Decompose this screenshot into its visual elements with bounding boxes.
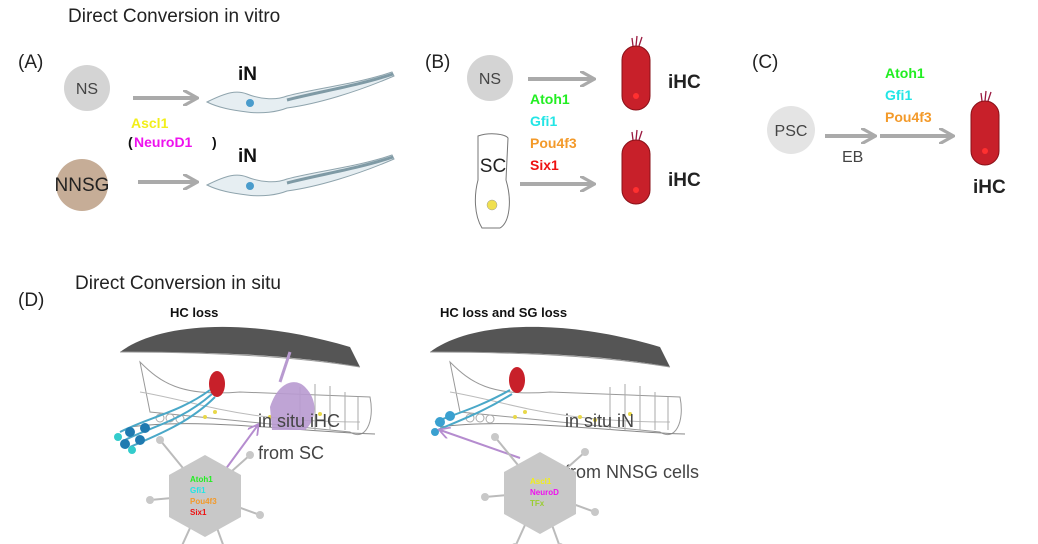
factor-neurod1: NeuroD1 (134, 134, 193, 150)
psc-cell (767, 106, 815, 154)
neuron-icon (205, 70, 396, 115)
caption-right-line2: from NNSG cells (565, 462, 699, 482)
factor-pou4f3-c: Pou4f3 (885, 109, 932, 125)
ns-cell (467, 55, 513, 101)
caption-left-line1: in situ iHC (258, 411, 340, 431)
ihc-label-b-top: iHC (668, 72, 701, 93)
ihc-label-c: iHC (973, 177, 1006, 198)
neuron-icon (205, 153, 396, 198)
hc-loss-title: HC loss (170, 305, 218, 320)
invitro-title: Direct Conversion in vitro (68, 6, 280, 27)
nnsg-label: NNSG (55, 175, 110, 196)
ihc-label-b-bottom: iHC (668, 170, 701, 191)
paren-open: ( (128, 134, 133, 150)
virus-left-gfi1: Gfi1 (190, 486, 206, 495)
factor-gfi1-c: Gfi1 (885, 87, 912, 103)
cochlea-right (429, 326, 686, 436)
in-situ-arrow-left (224, 425, 258, 471)
cochlea-left (114, 326, 376, 454)
caption-left-line2: from SC (258, 443, 324, 463)
insitu-title: Direct Conversion in situ (75, 273, 281, 294)
sc-label: SC (480, 156, 506, 177)
virus-left-six1: Six1 (190, 508, 207, 517)
sc-nucleus (486, 199, 498, 211)
panel-a-label: (A) (18, 52, 43, 73)
panel-d-label: (D) (18, 290, 44, 311)
factor-atoh1-c: Atoh1 (885, 65, 925, 81)
in-label-top: iN (238, 64, 257, 85)
factor-atoh1: Atoh1 (530, 91, 570, 107)
paren-close: ) (212, 134, 217, 150)
factor-gfi1: Gfi1 (530, 113, 557, 129)
psc-label: PSC (775, 123, 808, 140)
virus-left-pou4f3: Pou4f3 (190, 497, 217, 506)
hair-cell-icon (621, 129, 651, 205)
factor-ascl1: Ascl1 (131, 115, 169, 131)
factor-pou4f3: Pou4f3 (530, 135, 577, 151)
in-situ-arrow-right (440, 430, 521, 459)
virus-right-tfx: TFx (530, 499, 545, 508)
eb-label: EB (842, 149, 863, 166)
virus-left-atoh1: Atoh1 (190, 475, 213, 484)
hair-cell-icon (970, 90, 1000, 166)
virus-right-ascl1: Ascl1 (530, 477, 552, 486)
in-label-bottom: iN (238, 146, 257, 167)
ns-label-b: NS (479, 71, 501, 88)
ns-cell (64, 65, 110, 111)
hair-cell-icon (621, 35, 651, 111)
factor-six1: Six1 (530, 157, 559, 173)
panel-b-label: (B) (425, 52, 450, 73)
panel-c-label: (C) (752, 52, 778, 73)
ns-label: NS (76, 81, 98, 98)
caption-right-line1: in situ iN (565, 411, 634, 431)
supporting-cell (474, 133, 510, 229)
nnsg-cell (56, 159, 108, 211)
hc-sg-loss-title: HC loss and SG loss (440, 305, 567, 320)
virus-right-neurod: NeuroD (530, 488, 559, 497)
